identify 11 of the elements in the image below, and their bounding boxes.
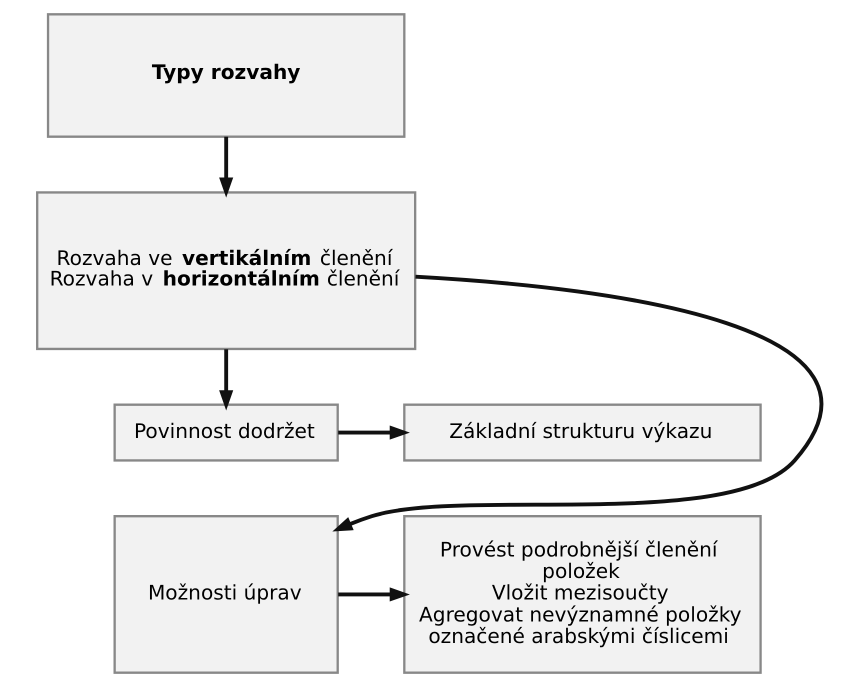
arrow bbox=[332, 274, 822, 532]
arrow bbox=[218, 136, 233, 198]
arrow bbox=[338, 426, 410, 440]
node-box: Rozvaha ve vertikálním členění Rozvaha v horizontálním členění bbox=[36, 191, 416, 350]
node-box: Povinnost dodržet bbox=[112, 404, 338, 462]
node-box: Možnosti úprav bbox=[112, 515, 338, 674]
node-box: Základní strukturu výkazu bbox=[402, 404, 762, 462]
node-box: Provést podrobnější členění položek Vložit mezisoučty Agregovat nevýznamné položky označené arabskými číslicemi bbox=[402, 515, 762, 674]
arrow bbox=[218, 349, 233, 410]
node-box: Typy rozvahy bbox=[46, 13, 405, 138]
arrow bbox=[338, 587, 410, 602]
